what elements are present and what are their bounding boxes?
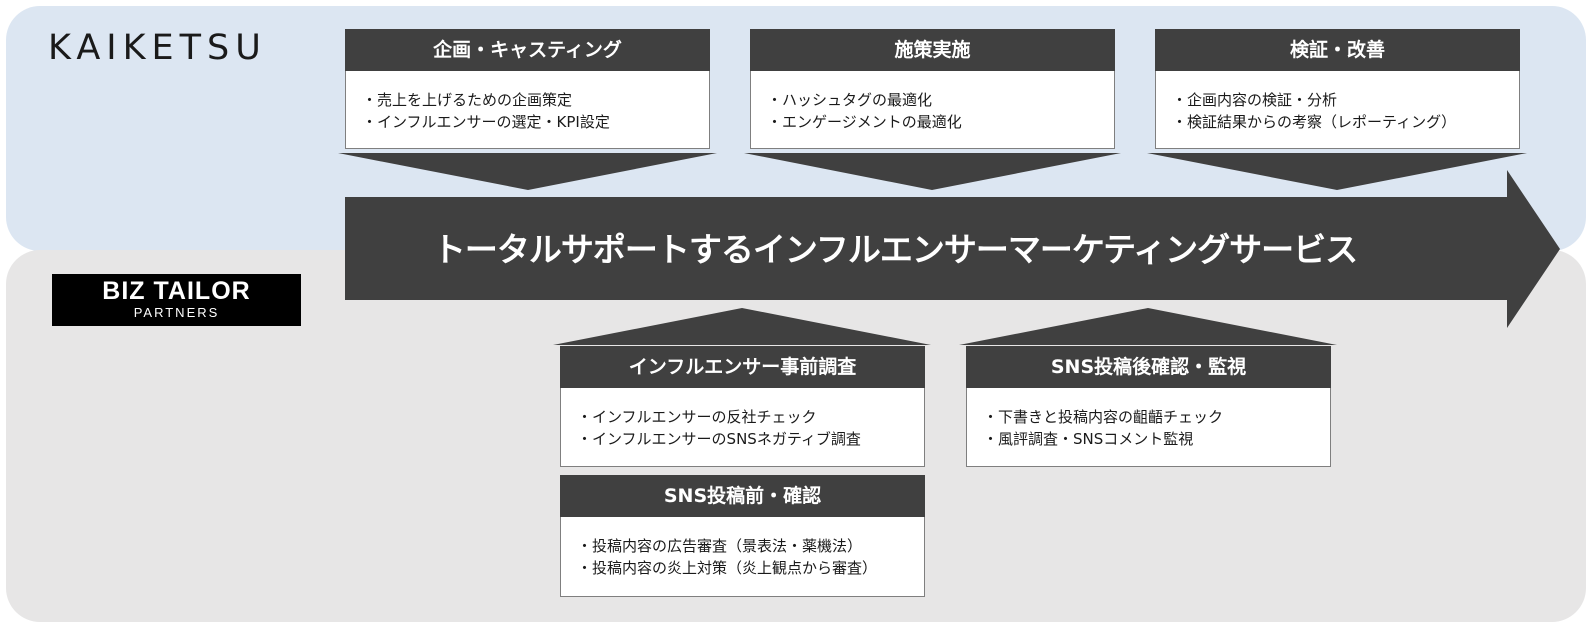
box-item: ・インフルエンサーの選定・KPI設定 xyxy=(362,113,610,131)
box-title: インフルエンサー事前調査 xyxy=(560,346,925,388)
box-body: ・投稿内容の広告審査（景表法・薬機法） ・投稿内容の炎上対策（炎上観点から審査） xyxy=(560,517,925,597)
box-body: ・ハッシュタグの最適化 ・エンゲージメントの最適化 xyxy=(750,71,1115,149)
biztailor-logo: BIZ TAILOR PARTNERS xyxy=(52,274,301,326)
influencer-precheck-box: インフルエンサー事前調査 ・インフルエンサーの反社チェック ・インフルエンサーの… xyxy=(560,346,925,467)
box-item: ・風評調査・SNSコメント監視 xyxy=(983,430,1194,448)
main-arrow-label: トータルサポートするインフルエンサーマーケティングサービス xyxy=(432,230,1358,269)
pre-post-check-box: SNS投稿前・確認 ・投稿内容の広告審査（景表法・薬機法） ・投稿内容の炎上対策… xyxy=(560,475,925,597)
kaiketsu-logo: KAIKETSU xyxy=(48,28,267,68)
post-monitoring-box: SNS投稿後確認・監視 ・下書きと投稿内容の齟齬チェック ・風評調査・SNSコメ… xyxy=(966,346,1331,467)
verification-box: 検証・改善 ・企画内容の検証・分析 ・検証結果からの考察（レポーティング） xyxy=(1155,29,1520,149)
box-item: ・ハッシュタグの最適化 xyxy=(767,91,933,109)
planning-casting-box: 企画・キャスティング ・売上を上げるための企画策定 ・インフルエンサーの選定・K… xyxy=(345,29,710,149)
box-item: ・売上を上げるための企画策定 xyxy=(362,91,573,109)
box-item: ・下書きと投稿内容の齟齬チェック xyxy=(983,408,1224,426)
box-title: SNS投稿前・確認 xyxy=(560,475,925,517)
execution-box: 施策実施 ・ハッシュタグの最適化 ・エンゲージメントの最適化 xyxy=(750,29,1115,149)
main-arrow xyxy=(345,170,1560,328)
box-item: ・企画内容の検証・分析 xyxy=(1172,91,1338,109)
box-title: SNS投稿後確認・監視 xyxy=(966,346,1331,388)
box-item: ・投稿内容の広告審査（景表法・薬機法） xyxy=(577,537,863,555)
box-item: ・投稿内容の炎上対策（炎上観点から審査） xyxy=(577,559,878,577)
box-body: ・企画内容の検証・分析 ・検証結果からの考察（レポーティング） xyxy=(1155,71,1520,149)
up-chevron-2 xyxy=(959,308,1337,345)
box-title: 企画・キャスティング xyxy=(345,29,710,71)
box-item: ・インフルエンサーのSNSネガティブ調査 xyxy=(577,430,861,448)
down-chevron-3 xyxy=(1147,153,1527,190)
up-chevron-1 xyxy=(553,308,931,345)
box-title: 施策実施 xyxy=(750,29,1115,71)
box-body: ・インフルエンサーの反社チェック ・インフルエンサーのSNSネガティブ調査 xyxy=(560,388,925,467)
down-chevron-2 xyxy=(744,153,1121,190)
box-item: ・検証結果からの考察（レポーティング） xyxy=(1172,113,1457,131)
box-title: 検証・改善 xyxy=(1155,29,1520,71)
biztailor-logo-main: BIZ TAILOR xyxy=(102,277,251,305)
box-body: ・下書きと投稿内容の齟齬チェック ・風評調査・SNSコメント監視 xyxy=(966,388,1331,467)
biztailor-logo-sub: PARTNERS xyxy=(133,305,220,320)
box-body: ・売上を上げるための企画策定 ・インフルエンサーの選定・KPI設定 xyxy=(345,71,710,149)
box-item: ・インフルエンサーの反社チェック xyxy=(577,408,817,426)
box-item: ・エンゲージメントの最適化 xyxy=(767,113,962,131)
down-chevron-1 xyxy=(338,153,717,190)
